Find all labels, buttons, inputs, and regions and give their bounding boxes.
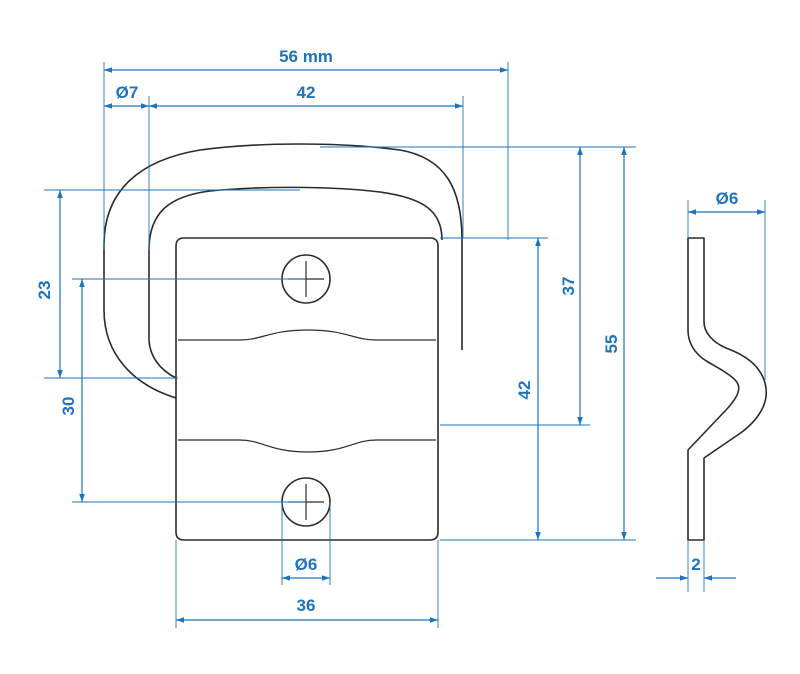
- extension-lines: [44, 62, 766, 628]
- label-hole-spacing: 30: [59, 397, 78, 416]
- plate-outline: [175, 237, 439, 541]
- label-wire-diameter: Ø6: [716, 189, 739, 208]
- dimension-lines: [57, 67, 765, 623]
- label-hole-diameter-top: Ø7: [116, 83, 139, 102]
- label-plate-thickness: 2: [691, 555, 700, 574]
- label-overall-width: 56 mm: [279, 47, 333, 66]
- dimension-labels: 56 mm Ø7 42 23 30 37 42 55 Ø6 36 Ø6 2: [35, 47, 738, 615]
- label-overall-height: 55: [602, 335, 621, 354]
- d-ring-outer-outline: [103, 143, 463, 399]
- label-ring-height: 23: [35, 281, 54, 300]
- plate-bend-line-upper: [178, 329, 436, 341]
- label-plate-height: 42: [515, 381, 534, 400]
- side-view-profile: [687, 237, 767, 541]
- label-hole-diameter-bottom: Ø6: [295, 555, 318, 574]
- label-ring-span: 42: [297, 83, 316, 102]
- plate-bend-line-lower: [178, 439, 436, 453]
- label-plate-width: 36: [297, 596, 316, 615]
- mounting-plate: [175, 237, 439, 541]
- label-height-37: 37: [559, 277, 578, 296]
- side-view-outline: [687, 237, 767, 541]
